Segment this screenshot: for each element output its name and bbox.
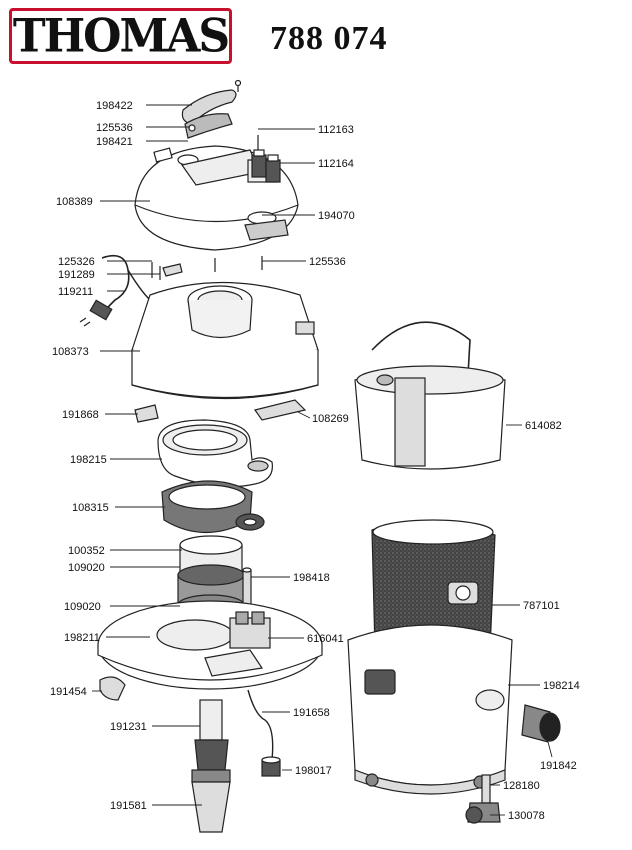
part-label: 198211 bbox=[64, 632, 100, 644]
part-label: 125536 bbox=[309, 256, 346, 268]
filter-pad-drawing bbox=[254, 399, 307, 421]
part-label: 198215 bbox=[70, 454, 107, 466]
part-label: 108389 bbox=[56, 196, 93, 208]
part-label: 108269 bbox=[312, 413, 349, 425]
hose-drawing bbox=[191, 699, 231, 833]
part-label: 191454 bbox=[50, 686, 87, 698]
seal-ring-drawing bbox=[157, 419, 273, 488]
part-label: 614082 bbox=[525, 420, 562, 432]
handle-drawing bbox=[181, 79, 242, 125]
inlet-drawing bbox=[521, 704, 561, 743]
cable-drawing bbox=[247, 689, 281, 777]
screws-drawing bbox=[151, 256, 263, 280]
hose-clip-drawing bbox=[99, 676, 126, 701]
motor-gasket-drawing bbox=[161, 480, 265, 534]
leader-lines bbox=[92, 104, 553, 816]
brand-logo: THOMAS bbox=[12, 9, 230, 63]
part-label: 109020 bbox=[64, 601, 101, 613]
caster-drawing bbox=[465, 774, 501, 824]
part-label: 198214 bbox=[543, 680, 580, 692]
logo-box: THOMAS bbox=[9, 8, 232, 64]
part-label: 198017 bbox=[295, 765, 332, 777]
part-label: 191658 bbox=[293, 707, 330, 719]
part-label: 125536 bbox=[96, 122, 133, 134]
part-label: 198418 bbox=[293, 572, 330, 584]
part-label: 112164 bbox=[318, 158, 354, 170]
handle-base-drawing bbox=[184, 113, 233, 139]
part-labels: 198422 125536 198421 112163 112164 10838… bbox=[50, 100, 580, 822]
part-label: 130078 bbox=[508, 810, 545, 822]
model-number: 788 074 bbox=[270, 20, 388, 57]
base-plate-drawing bbox=[97, 600, 323, 690]
motor-housing-drawing bbox=[131, 281, 319, 400]
part-label: 787101 bbox=[523, 600, 560, 612]
power-cord-drawing bbox=[79, 254, 151, 327]
switch-drawing bbox=[251, 135, 281, 183]
tank-drawing bbox=[347, 624, 513, 795]
part-label: 128180 bbox=[503, 780, 540, 792]
clip-drawing bbox=[134, 404, 159, 423]
bucket-drawing bbox=[354, 321, 506, 470]
part-label: 191868 bbox=[62, 409, 99, 421]
part-label: 108373 bbox=[52, 346, 89, 358]
part-label: 119211 bbox=[58, 286, 93, 298]
part-label: 198422 bbox=[96, 100, 133, 112]
part-label: 191842 bbox=[540, 760, 577, 772]
part-label: 100352 bbox=[68, 545, 105, 557]
part-label: 191289 bbox=[58, 269, 95, 281]
part-label: 112163 bbox=[318, 124, 354, 136]
part-label: 109020 bbox=[68, 562, 105, 574]
part-label: 616041 bbox=[307, 633, 344, 645]
part-label: 108315 bbox=[72, 502, 109, 514]
part-label: 194070 bbox=[318, 210, 355, 222]
filter-bag-drawing bbox=[371, 519, 496, 662]
part-label: 191231 bbox=[110, 721, 147, 733]
part-label: 125326 bbox=[58, 256, 95, 268]
part-label: 191581 bbox=[110, 800, 147, 812]
part-label: 198421 bbox=[96, 136, 133, 148]
